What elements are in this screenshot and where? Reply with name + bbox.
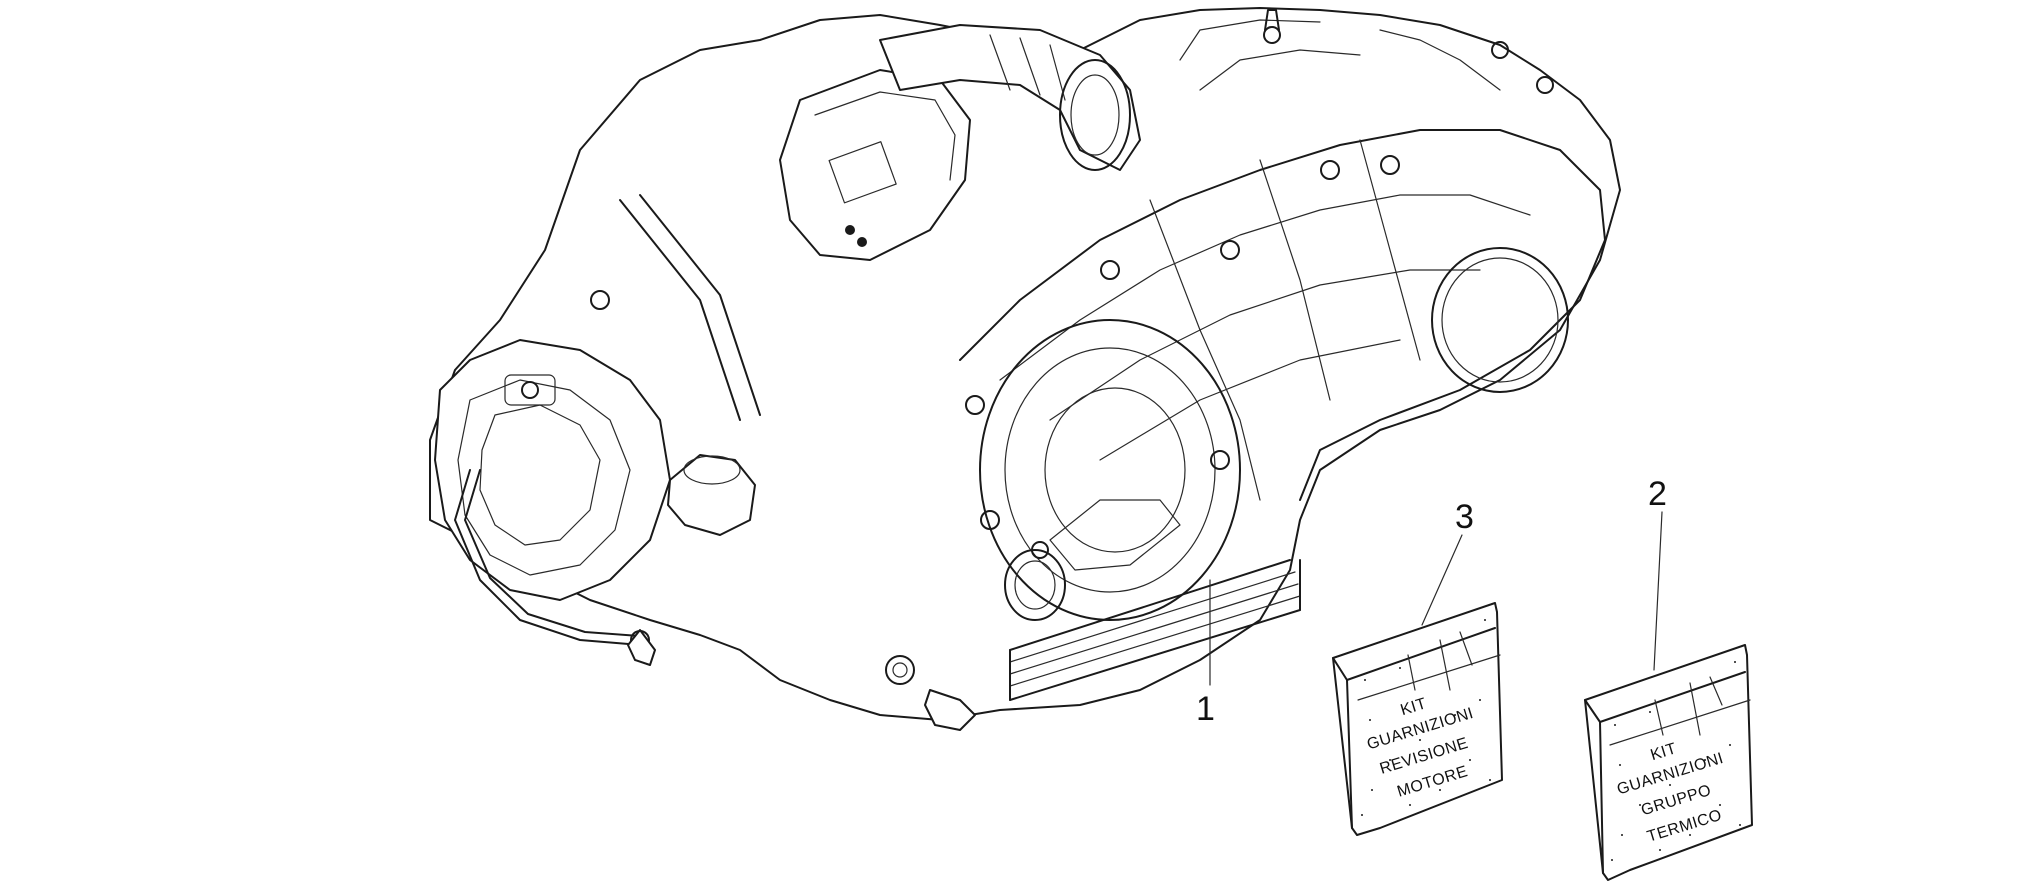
callout-number-2: 2	[1648, 475, 1667, 513]
kit-label-line-1: KIT	[1649, 740, 1679, 764]
bag-speckle	[1361, 619, 1491, 816]
leader-line-3	[1421, 534, 1463, 626]
callout-number-1: 1	[1196, 690, 1215, 728]
gasket-kit-bag-cylinder-group: KIT GUARNIZIONI GRUPPO TERMICO	[1584, 644, 1753, 881]
kit-label-line-1: KIT	[1399, 695, 1429, 719]
bag-speckle	[1611, 661, 1741, 861]
engine-assembly	[429, 7, 1621, 731]
leader-line-2	[1653, 511, 1663, 671]
fasteners	[521, 41, 1554, 685]
gasket-kit-bag-engine-overhaul: KIT GUARNIZIONI REVISIONE MOTORE	[1332, 602, 1503, 836]
callout-number-3: 3	[1455, 498, 1474, 536]
